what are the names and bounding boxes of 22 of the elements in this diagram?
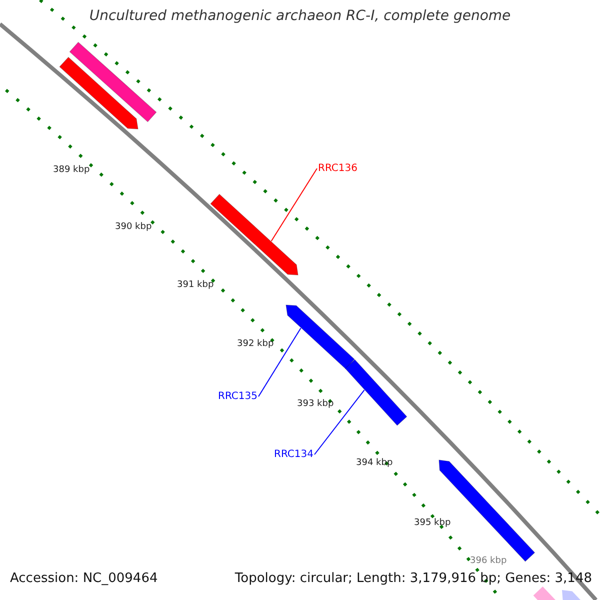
accession-text: Accession: NC_009464 — [10, 571, 158, 586]
leader-line — [258, 328, 302, 397]
position-label: 392 kbp — [237, 339, 274, 349]
position-label: 393 kbp — [297, 399, 334, 409]
leader-line — [314, 390, 365, 455]
leader-line — [270, 168, 318, 242]
genome-info-text: Topology: circular; Length: 3,179,916 bp; Genes: 3,148 — [234, 571, 592, 586]
position-label: 395 kbp — [414, 518, 451, 528]
position-label: 394 kbp — [356, 458, 393, 468]
gene-label: RRC136 — [318, 163, 358, 174]
gene-label: RRC135 — [218, 391, 258, 402]
gene-label: RRC134 — [274, 449, 314, 460]
position-label: 391 kbp — [177, 280, 214, 290]
gene-block — [344, 359, 408, 426]
position-label: 389 kbp — [53, 165, 90, 175]
position-label: 396 kbp — [470, 556, 507, 566]
title: Uncultured methanogenic archaeon RC-I, complete genome — [88, 8, 512, 24]
gene-block — [59, 56, 138, 130]
gene-block — [210, 194, 298, 276]
gene-block — [69, 42, 157, 122]
gene-block — [286, 304, 355, 370]
position-label: 390 kbp — [115, 222, 152, 232]
